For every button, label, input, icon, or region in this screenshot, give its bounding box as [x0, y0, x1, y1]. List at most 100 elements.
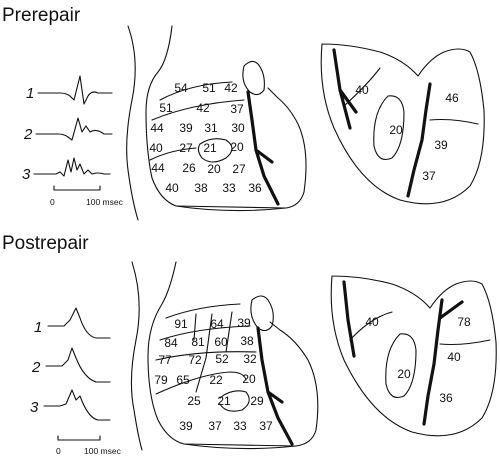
prerepair-posterior-value: 39	[434, 138, 448, 152]
postrepair-epicardial-value: 37	[259, 419, 273, 433]
postrepair-epicardial-value: 72	[188, 353, 202, 367]
prerepair-posterior-outline	[320, 43, 485, 205]
prerepair-posterior-isochrone-2	[429, 118, 479, 125]
postrepair-posterior-value: 20	[397, 367, 411, 381]
postrepair-epicardial-value: 84	[164, 336, 178, 350]
prerepair-lead-3-trace	[33, 157, 111, 177]
prerepair-epicardial-value: 20	[230, 140, 244, 154]
prerepair-lead-1-label: 1	[26, 85, 34, 102]
postrepair-epicardial-base	[183, 443, 297, 450]
prerepair-posterior-value: 46	[445, 91, 459, 105]
postrepair-posterior-value: 78	[457, 315, 471, 329]
prerepair-right-atrium-outline	[145, 25, 307, 209]
postrepair-coronary-artery	[256, 326, 294, 446]
prerepair-epicardial-base	[175, 205, 287, 212]
postrepair-epicardial-value: 22	[209, 373, 223, 387]
prerepair-epicardial-value: 27	[179, 141, 193, 155]
prerepair-epicardial-value: 42	[196, 101, 210, 115]
prerepair-epicardial-value: 31	[204, 121, 218, 135]
prerepair-posterior-artery-right	[406, 82, 432, 198]
prerepair-epicardial-value: 40	[165, 181, 179, 195]
postrepair-epicardial-values: 91 64 39 84 81 60 38 77 72 52 32 79 65 22 20 25 21 29 39 37…	[154, 316, 273, 433]
postrepair-lead-3-trace	[43, 389, 111, 421]
prerepair-posterior-isochrone-1	[343, 67, 381, 107]
prerepair-scale-start: 0	[50, 197, 55, 207]
prerepair-scale-end: 100 msec	[86, 197, 124, 207]
postrepair-epicardial-value: 33	[233, 419, 247, 433]
postrepair-epicardial-value: 91	[174, 317, 188, 331]
postrepair-posterior-artery-left	[342, 280, 356, 358]
postrepair-epicardial-value: 29	[250, 394, 264, 408]
postrepair-epicardial-value: 20	[242, 372, 256, 386]
postrepair-epicardial-value: 79	[154, 373, 168, 387]
postrepair-posterior-value: 40	[447, 350, 461, 364]
postrepair-scale-end: 100 msec	[84, 446, 122, 456]
postrepair-posterior-values: 40 78 40 20 36	[365, 315, 471, 405]
prerepair-lead-1-trace	[37, 75, 113, 105]
prerepair-posterior-heart	[320, 43, 485, 205]
prerepair-epicardial-value: 26	[182, 161, 196, 175]
postrepair-epicardial-value: 38	[240, 334, 254, 348]
prerepair-epicardial-value: 39	[179, 121, 193, 135]
prerepair-ecg-traces: 1 2 3 0 100 msec	[22, 75, 124, 207]
prerepair-aorta-outline	[126, 25, 139, 221]
prerepair-epicardial-value: 42	[224, 81, 238, 95]
prerepair-posterior-artery-left	[332, 48, 358, 130]
prerepair-coronary-artery	[246, 90, 280, 206]
prerepair-posterior-value: 37	[422, 169, 436, 183]
postrepair-inner-contour	[155, 303, 257, 412]
postrepair-epicardial-value: 39	[179, 419, 193, 433]
prerepair-anterior-heart	[126, 25, 307, 221]
prerepair-posterior-value: 20	[389, 123, 403, 137]
postrepair-lead-3-label: 3	[30, 399, 39, 416]
postrepair-epicardial-value: 32	[243, 352, 257, 366]
prerepair-epicardial-value: 54	[174, 81, 188, 95]
postrepair-scale-start: 0	[56, 446, 61, 456]
prerepair-posterior-oval	[373, 95, 405, 161]
prerepair-scale-bar	[53, 185, 101, 191]
postrepair-epicardial-value: 60	[214, 335, 228, 349]
postrepair-epicardial-value: 39	[237, 316, 251, 330]
postrepair-posterior-isochrone-2	[439, 339, 491, 346]
postrepair-epicardial-value: 81	[191, 335, 205, 349]
prerepair-epicardial-value: 51	[159, 101, 173, 115]
postrepair-epicardial-value: 25	[187, 394, 201, 408]
postrepair-lead-1-trace	[47, 307, 111, 339]
postrepair-epicardial-value: 77	[158, 353, 172, 367]
postrepair-epicardial-value: 21	[217, 394, 231, 408]
prerepair-inner-contour	[149, 81, 245, 163]
prerepair-epicardial-value: 44	[151, 161, 165, 175]
prerepair-epicardial-value: 40	[149, 141, 163, 155]
postrepair-scale-bar	[57, 435, 101, 441]
prerepair-epicardial-value: 30	[231, 121, 245, 135]
postrepair-epicardial-value: 65	[176, 373, 190, 387]
prerepair-epicardial-value: 51	[202, 81, 216, 95]
postrepair-appendage-outline	[250, 295, 274, 332]
prerepair-epicardial-value: 36	[248, 181, 262, 195]
postrepair-lead-1-label: 1	[34, 319, 42, 336]
postrepair-lead-2-label: 2	[31, 359, 41, 376]
prerepair-posterior-values: 40 46 20 39 37	[355, 83, 459, 183]
postrepair-posterior-oval	[385, 333, 417, 399]
postrepair-posterior-value: 36	[439, 391, 453, 405]
prerepair-lead-2-label: 2	[23, 126, 33, 143]
prerepair-posterior-value: 40	[355, 83, 369, 97]
postrepair-epicardial-value: 64	[210, 317, 224, 331]
postrepair-posterior-value: 40	[365, 315, 379, 329]
prerepair-epicardial-value: 27	[232, 162, 246, 176]
postrepair-posterior-heart	[330, 275, 497, 437]
postrepair-epicardial-value: 52	[215, 352, 229, 366]
prerepair-lead-3-label: 3	[22, 166, 31, 183]
postrepair-right-atrium-outline	[147, 261, 319, 447]
prerepair-epicardial-value: 38	[194, 181, 208, 195]
prerepair-lead-2-trace	[35, 117, 113, 141]
postrepair-anterior-heart	[130, 261, 319, 451]
postrepair-posterior-outline	[330, 275, 497, 437]
postrepair-posterior-artery-right	[422, 298, 464, 426]
postrepair-ecg-traces: 1 2 3 0 100 msec	[30, 307, 122, 456]
postrepair-posterior-isochrone-1	[349, 311, 393, 341]
